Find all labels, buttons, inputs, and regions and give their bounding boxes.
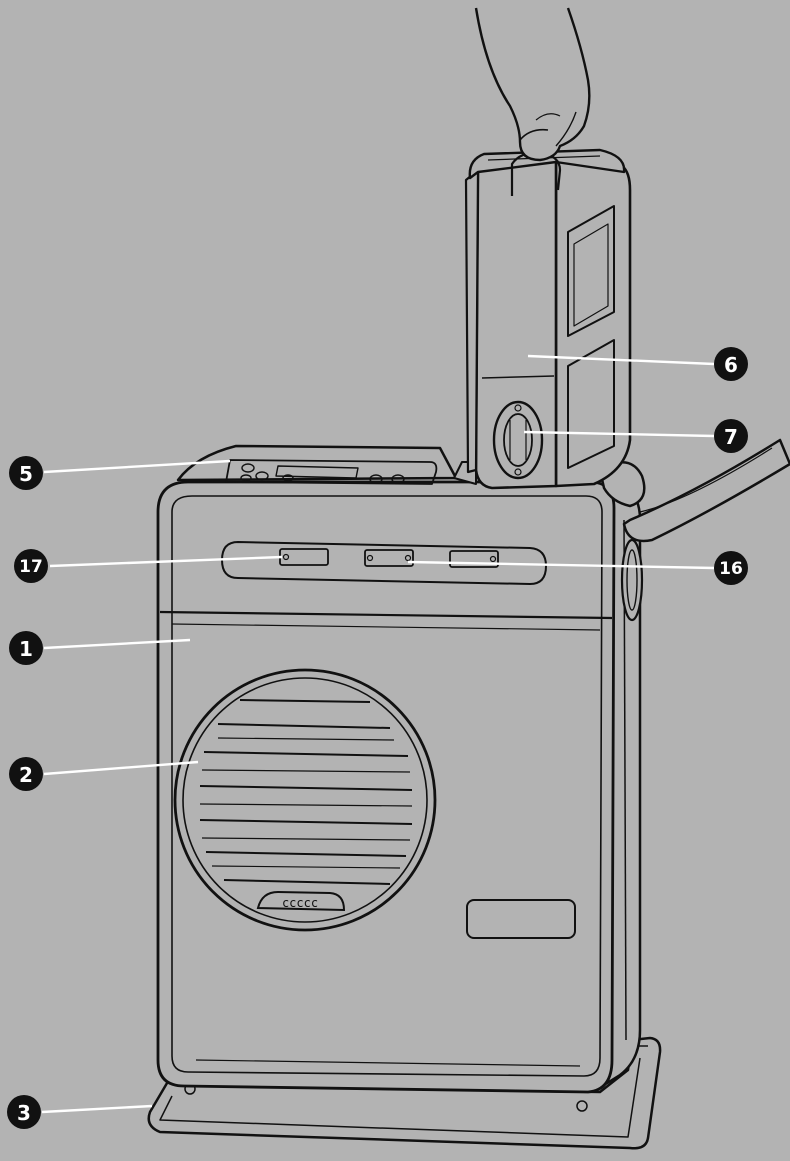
- callout-c5: 5: [9, 456, 43, 490]
- svg-text:ccccc: ccccc: [282, 896, 318, 910]
- callout-c1: 1: [9, 631, 43, 665]
- callout-c17: 17: [14, 549, 48, 583]
- callout-c6-label: 6: [724, 353, 738, 377]
- callout-c16: 16: [714, 551, 748, 585]
- callout-c17-label: 17: [19, 557, 43, 577]
- callout-c3-label: 3: [17, 1101, 31, 1125]
- fuel-tank: [464, 148, 632, 490]
- leader-c1: [43, 638, 191, 650]
- callout-c7: 7: [714, 419, 748, 453]
- top-panel: [176, 444, 477, 485]
- callout-c6: 6: [714, 347, 748, 381]
- base-tray: [147, 1036, 662, 1150]
- side-hose: [598, 438, 790, 622]
- callout-badges: 5 17 1 2 3 6 7 16: [7, 347, 748, 1129]
- callout-c16-label: 16: [719, 559, 743, 579]
- leader-c16: [407, 560, 715, 570]
- callout-c7-label: 7: [724, 425, 738, 449]
- leader-lines: [41, 354, 715, 1114]
- leader-c7: [523, 430, 715, 438]
- callout-c3: 3: [7, 1095, 41, 1129]
- front-grille: ccccc: [173, 668, 437, 932]
- callout-c5-label: 5: [19, 462, 33, 486]
- callout-c2-label: 2: [19, 763, 33, 787]
- hand: [474, 7, 591, 162]
- leader-c17: [49, 555, 283, 568]
- leader-c6: [527, 354, 715, 366]
- callout-c2: 2: [9, 757, 43, 791]
- leader-c5: [43, 459, 231, 474]
- leader-c3: [41, 1104, 153, 1114]
- callout-c1-label: 1: [19, 637, 33, 661]
- leader-c2: [43, 760, 199, 776]
